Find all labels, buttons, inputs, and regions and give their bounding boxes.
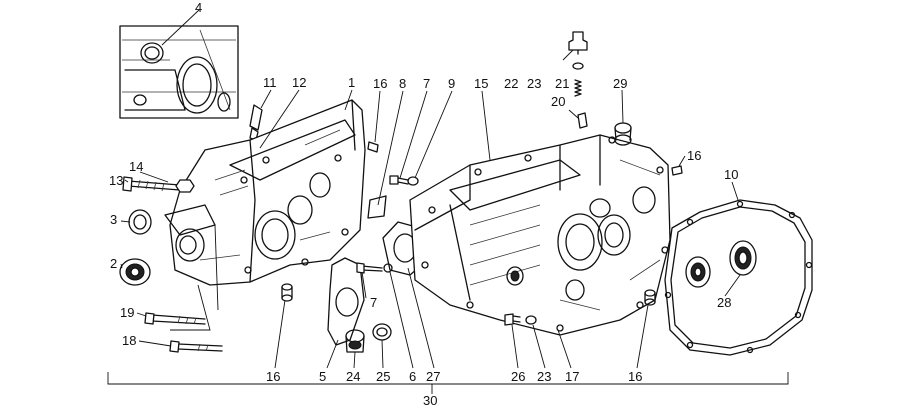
callout-7-lower: 7 [370,295,378,310]
bolt-18 [169,340,223,353]
washer-23-top [572,62,584,70]
callout-30: 30 [423,393,438,408]
o-ring-25 [372,323,392,341]
callout-9: 9 [448,76,456,91]
callout-6: 6 [409,369,417,384]
callout-24: 24 [346,369,361,384]
callout-23-top: 23 [527,76,542,91]
callout-8: 8 [399,76,407,91]
callout-4: 4 [195,0,203,15]
breather-22 [568,31,588,55]
callout-16-right: 16 [687,148,702,163]
callout-29: 29 [613,76,628,91]
callout-13: 13 [109,173,124,188]
callout-25: 25 [376,369,391,384]
callout-21: 21 [555,76,570,91]
washer-23-bottom [525,315,537,325]
leader-lines [107,9,789,394]
bearing-28-large [729,240,757,276]
callout-1: 1 [348,75,356,90]
callout-16-bottom-left: 16 [266,369,281,384]
callout-2: 2 [110,256,118,271]
bearing-2 [119,258,151,286]
callout-11: 11 [263,75,277,90]
washer-9 [407,176,419,186]
sensor-switch-11 [249,104,263,141]
callout-14: 14 [129,159,144,174]
callout-20: 20 [551,94,566,109]
callout-26: 26 [511,369,526,384]
callout-17: 17 [565,369,580,384]
callout-12: 12 [292,75,307,90]
dowel-16-right [671,165,683,176]
front-housing-1 [164,99,366,286]
cover-gasket-10 [664,199,813,356]
callout-5: 5 [319,369,327,384]
callout-10: 10 [724,167,739,182]
callout-19: 19 [120,305,135,320]
screw-7-top [389,175,409,185]
callout-3: 3 [110,212,118,227]
spring-21 [574,79,582,97]
screw-7-lower [356,262,383,274]
seal-3 [128,209,152,235]
callout-23-bottom: 23 [537,369,552,384]
bolt-19 [144,312,206,325]
plug-24 [345,329,365,353]
callout-22: 22 [504,76,519,91]
inset-detail [119,25,239,119]
callout-15: 15 [474,76,489,91]
washer-6 [383,263,393,273]
callout-16-top: 16 [373,76,388,91]
callout-7-top: 7 [423,76,431,91]
dowel-16-lower-right [644,289,656,306]
nut-14 [175,179,195,193]
gasket-5 [327,257,365,346]
callout-28: 28 [717,295,732,310]
rear-housing-15 [409,134,671,336]
callout-27: 27 [426,369,441,384]
callout-18: 18 [122,333,137,348]
bolt-13 [122,176,181,192]
plate-8 [367,195,387,219]
bearing-28-small [685,256,711,288]
pin-20 [577,112,588,129]
callout-16-bottom-right: 16 [628,369,643,384]
dowel-16-top [367,141,379,153]
dowel-16-lower-left [281,283,293,302]
screw-26 [504,313,521,326]
